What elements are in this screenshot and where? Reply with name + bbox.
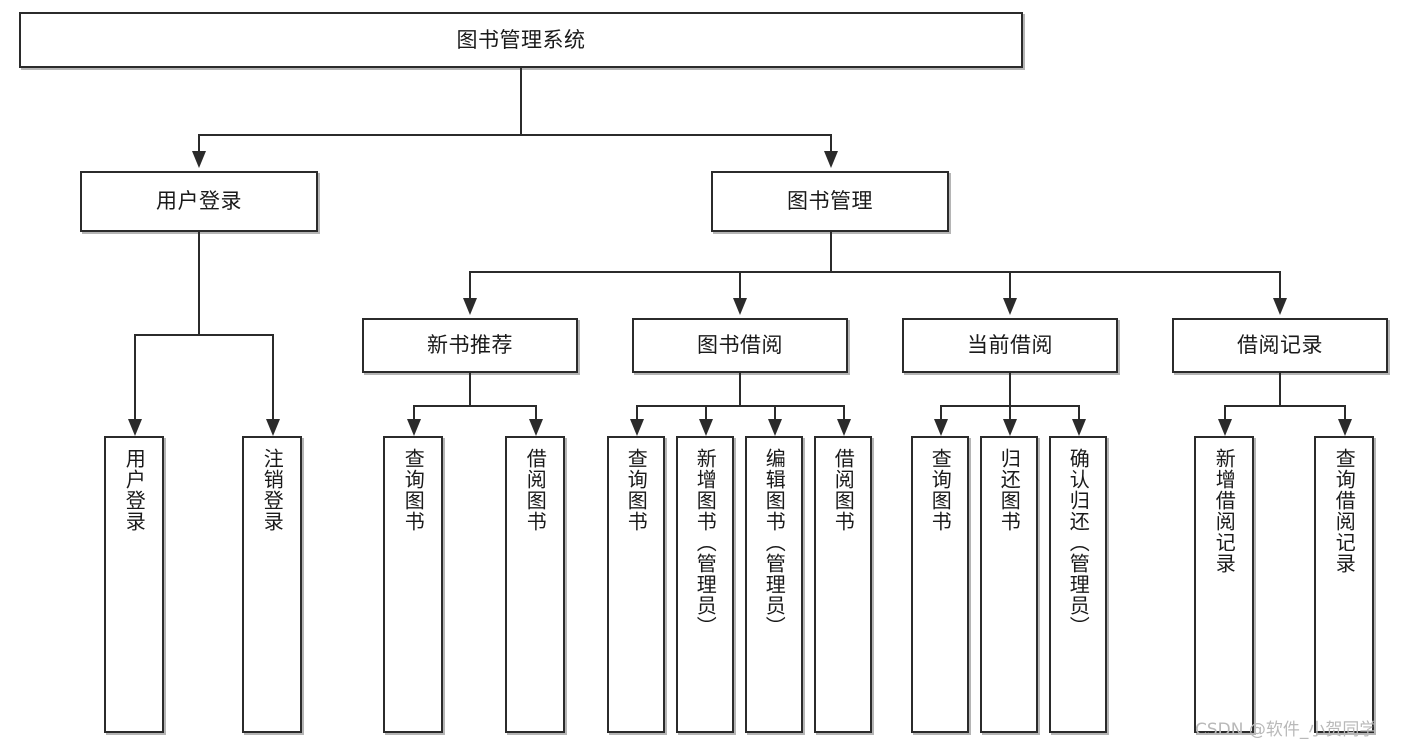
node-leaf-query-book-3[interactable]: 查询图书 xyxy=(911,436,969,733)
node-root-label: 图书管理系统 xyxy=(456,27,586,52)
connector-user-login-bus xyxy=(134,334,272,336)
node-user-login-label: 用户登录 xyxy=(156,189,242,214)
node-current-borrow[interactable]: 当前借阅 xyxy=(902,318,1118,373)
node-leaf-user-login[interactable]: 用户登录 xyxy=(104,436,164,733)
connector-br-to-leaf-1 xyxy=(1224,405,1226,420)
connector-cb-to-leaf-2 xyxy=(1009,405,1011,420)
arrowhead-bb-to-leaf-4 xyxy=(837,419,851,436)
arrowhead-to-book-borrow xyxy=(733,298,747,315)
node-leaf-query-book-2[interactable]: 查询图书 xyxy=(607,436,665,733)
arrowhead-cb-to-leaf-2 xyxy=(1003,419,1017,436)
node-leaf-query-book-1-label: 查询图书 xyxy=(401,448,426,532)
node-leaf-add-record-label: 新增借阅记录 xyxy=(1212,448,1237,574)
node-book-manage[interactable]: 图书管理 xyxy=(711,171,949,232)
arrowhead-to-new-book-recommend xyxy=(463,298,477,315)
node-leaf-borrow-book-1-label: 借阅图书 xyxy=(523,448,548,532)
node-leaf-query-record[interactable]: 查询借阅记录 xyxy=(1314,436,1374,733)
node-leaf-user-login-label: 用户登录 xyxy=(122,448,147,532)
connector-user-login-stem xyxy=(198,232,200,335)
connector-cb-to-leaf-3 xyxy=(1078,405,1080,420)
node-current-borrow-label: 当前借阅 xyxy=(967,333,1053,358)
connector-to-current-borrow xyxy=(1009,271,1011,299)
connector-to-book-borrow xyxy=(739,271,741,299)
arrowhead-nbr-to-leaf-1 xyxy=(407,419,421,436)
node-leaf-confirm-return-label: 确认归还（管理员） xyxy=(1066,448,1091,637)
node-leaf-add-book-label: 新增图书（管理员） xyxy=(693,448,718,637)
connector-borrow-record-bus xyxy=(1224,405,1346,407)
connector-nbr-to-leaf-1 xyxy=(413,405,415,420)
connector-root-stem xyxy=(520,68,522,135)
node-book-borrow-label: 图书借阅 xyxy=(697,333,783,358)
node-borrow-record[interactable]: 借阅记录 xyxy=(1172,318,1388,373)
arrowhead-cb-to-leaf-1 xyxy=(934,419,948,436)
connector-book-borrow-bus xyxy=(636,405,843,407)
node-leaf-logout-label: 注销登录 xyxy=(260,448,285,532)
node-leaf-borrow-book-2-label: 借阅图书 xyxy=(831,448,856,532)
arrowhead-to-borrow-record xyxy=(1273,298,1287,315)
connector-root-to-book-manage xyxy=(830,134,832,152)
node-leaf-query-book-3-label: 查询图书 xyxy=(928,448,953,532)
connector-br-to-leaf-2 xyxy=(1344,405,1346,420)
connector-new-book-recommend-bus xyxy=(413,405,537,407)
connector-user-login-to-leaf-2 xyxy=(272,334,274,420)
connector-root-bus xyxy=(198,134,832,136)
node-leaf-edit-book-label: 编辑图书（管理员） xyxy=(762,448,787,637)
arrowhead-bb-to-leaf-1 xyxy=(630,419,644,436)
node-leaf-query-book-1[interactable]: 查询图书 xyxy=(383,436,443,733)
arrowhead-root-to-user-login xyxy=(192,151,206,168)
connector-root-to-user-login xyxy=(198,134,200,152)
node-borrow-record-label: 借阅记录 xyxy=(1237,333,1323,358)
arrowhead-bb-to-leaf-2 xyxy=(699,419,713,436)
arrowhead-to-current-borrow xyxy=(1003,298,1017,315)
node-leaf-add-book[interactable]: 新增图书（管理员） xyxy=(676,436,734,733)
arrowhead-cb-to-leaf-3 xyxy=(1072,419,1086,436)
node-leaf-logout[interactable]: 注销登录 xyxy=(242,436,302,733)
node-leaf-return-book[interactable]: 归还图书 xyxy=(980,436,1038,733)
arrowhead-user-login-to-leaf-1 xyxy=(128,419,142,436)
connector-new-book-recommend-stem xyxy=(469,373,471,406)
connector-bb-to-leaf-4 xyxy=(843,405,845,420)
arrowhead-nbr-to-leaf-2 xyxy=(529,419,543,436)
connector-book-borrow-stem xyxy=(739,373,741,406)
connector-bb-to-leaf-1 xyxy=(636,405,638,420)
node-leaf-add-record[interactable]: 新增借阅记录 xyxy=(1194,436,1254,733)
node-user-login[interactable]: 用户登录 xyxy=(80,171,318,232)
connector-current-borrow-stem xyxy=(1009,373,1011,406)
connector-book-manage-bus xyxy=(469,271,1281,273)
arrowhead-root-to-book-manage xyxy=(824,151,838,168)
arrowhead-br-to-leaf-2 xyxy=(1338,419,1352,436)
node-book-manage-label: 图书管理 xyxy=(787,189,873,214)
node-leaf-edit-book[interactable]: 编辑图书（管理员） xyxy=(745,436,803,733)
connector-borrow-record-stem xyxy=(1279,373,1281,406)
arrowhead-bb-to-leaf-3 xyxy=(768,419,782,436)
node-new-book-recommend[interactable]: 新书推荐 xyxy=(362,318,578,373)
connector-cb-to-leaf-1 xyxy=(940,405,942,420)
connector-user-login-to-leaf-1 xyxy=(134,334,136,420)
node-new-book-recommend-label: 新书推荐 xyxy=(427,333,513,358)
connector-bb-to-leaf-2 xyxy=(705,405,707,420)
node-leaf-query-book-2-label: 查询图书 xyxy=(624,448,649,532)
connector-bb-to-leaf-3 xyxy=(774,405,776,420)
node-root[interactable]: 图书管理系统 xyxy=(19,12,1023,68)
node-leaf-borrow-book-2[interactable]: 借阅图书 xyxy=(814,436,872,733)
node-leaf-confirm-return[interactable]: 确认归还（管理员） xyxy=(1049,436,1107,733)
connector-nbr-to-leaf-2 xyxy=(535,405,537,420)
arrowhead-br-to-leaf-1 xyxy=(1218,419,1232,436)
connector-to-new-book-recommend xyxy=(469,271,471,299)
arrowhead-user-login-to-leaf-2 xyxy=(266,419,280,436)
connector-book-manage-stem xyxy=(830,232,832,273)
node-leaf-borrow-book-1[interactable]: 借阅图书 xyxy=(505,436,565,733)
connector-to-borrow-record xyxy=(1279,271,1281,299)
node-leaf-return-book-label: 归还图书 xyxy=(997,448,1022,532)
node-book-borrow[interactable]: 图书借阅 xyxy=(632,318,848,373)
node-leaf-query-record-label: 查询借阅记录 xyxy=(1332,448,1357,574)
